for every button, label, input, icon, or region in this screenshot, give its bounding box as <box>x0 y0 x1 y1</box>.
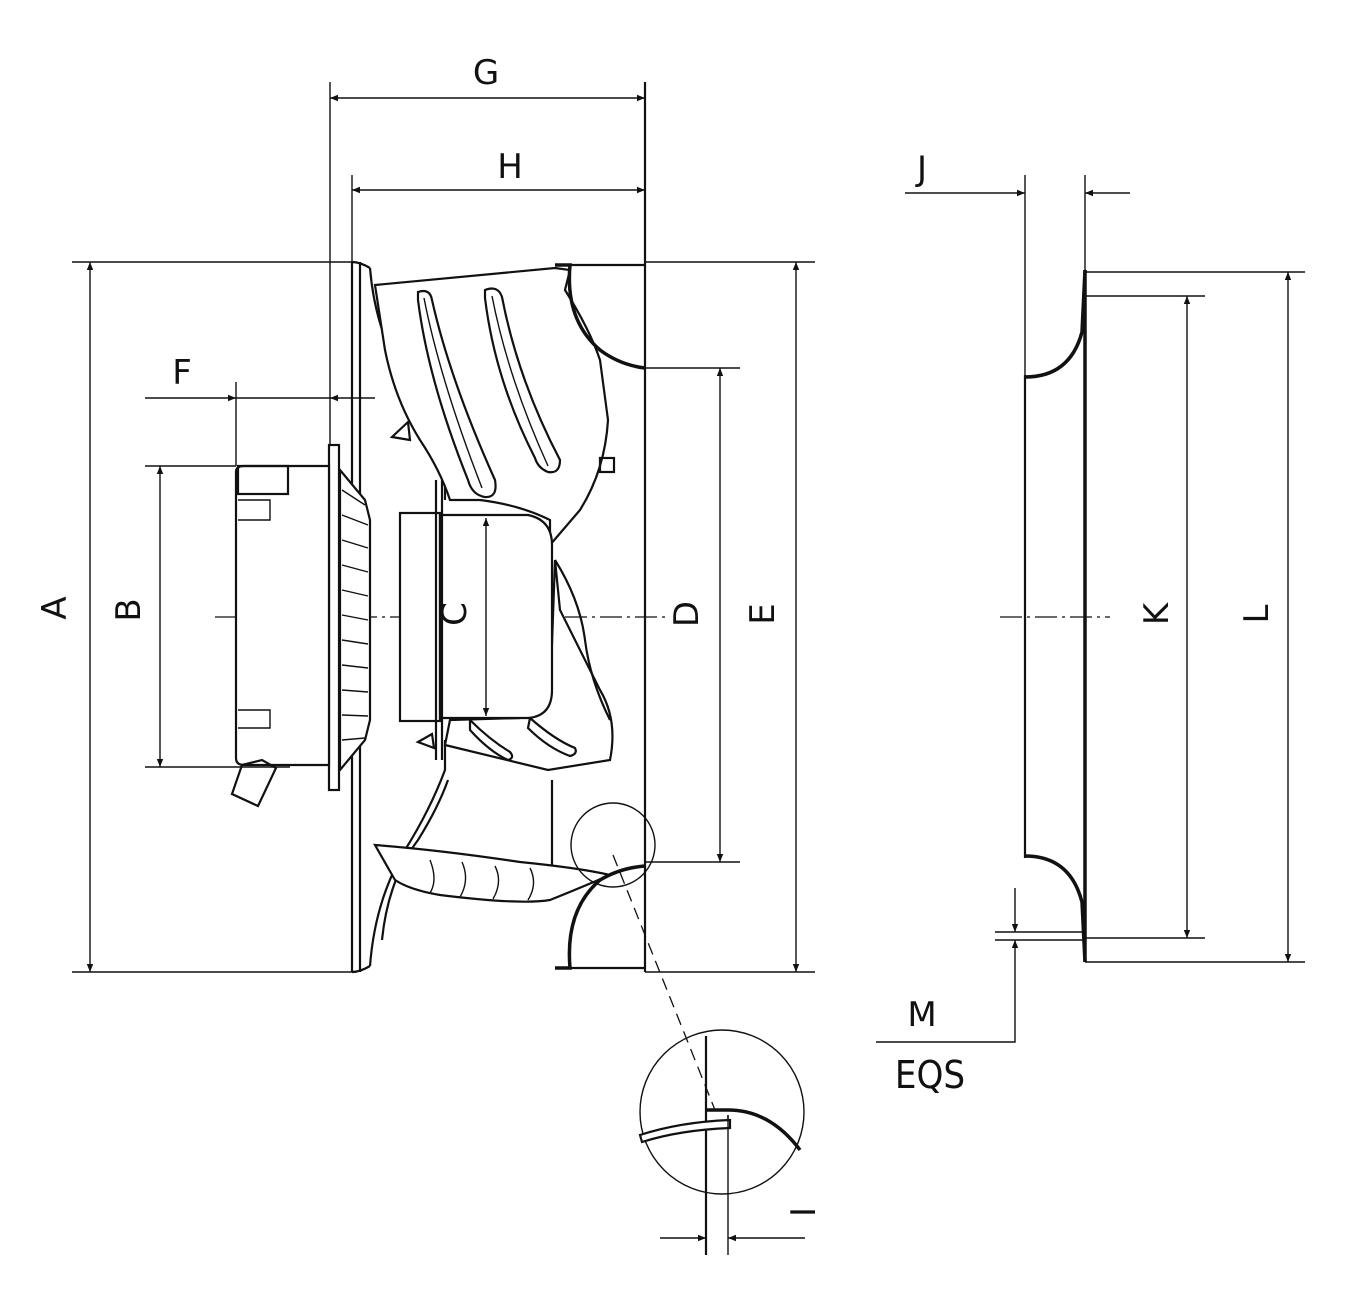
label-M: M <box>907 995 936 1035</box>
blade-top-2 <box>483 287 562 474</box>
label-B: B <box>109 598 149 621</box>
side-view-dimensions <box>72 82 815 973</box>
blade-bottom-1 <box>468 717 514 762</box>
blade-bottom-2 <box>526 715 577 758</box>
label-F: F <box>172 353 192 393</box>
fan-side-view <box>215 82 665 974</box>
detail-leader <box>612 854 716 1111</box>
label-I: I <box>784 1207 824 1217</box>
label-K: K <box>1137 601 1177 625</box>
detail-view <box>570 802 805 1255</box>
detail-circle <box>639 1029 805 1195</box>
marker-square <box>598 456 616 474</box>
label-A: A <box>35 596 75 619</box>
detail-marker-circle <box>570 802 656 888</box>
electronics-housing <box>234 464 331 767</box>
outlet-rim-bottom <box>555 864 646 970</box>
motor-body <box>438 513 554 720</box>
label-E: E <box>743 603 783 624</box>
housing-top-cap <box>236 464 290 496</box>
motor-hub <box>398 511 442 723</box>
cable-gland <box>230 758 278 808</box>
dimension-labels: G H F J M EQS I A B C D E K L <box>35 53 1277 1217</box>
label-L: L <box>1237 604 1277 623</box>
detail-rim <box>706 1108 802 1152</box>
blade-helical-bottom <box>373 843 614 903</box>
m-leader <box>876 990 1016 1043</box>
label-H: H <box>497 147 523 187</box>
marker-triangle-bottom <box>415 732 436 750</box>
label-G: G <box>473 53 499 93</box>
label-J: J <box>915 149 927 189</box>
mounting-flange <box>327 443 341 792</box>
marker-triangle-top <box>389 419 412 442</box>
label-C: C <box>435 602 475 626</box>
blade-top-1 <box>416 289 497 499</box>
label-eqs: EQS <box>895 1053 965 1097</box>
inlet-ring-view <box>876 175 1305 1043</box>
outlet-rim-top <box>555 263 646 370</box>
label-D: D <box>667 601 707 627</box>
